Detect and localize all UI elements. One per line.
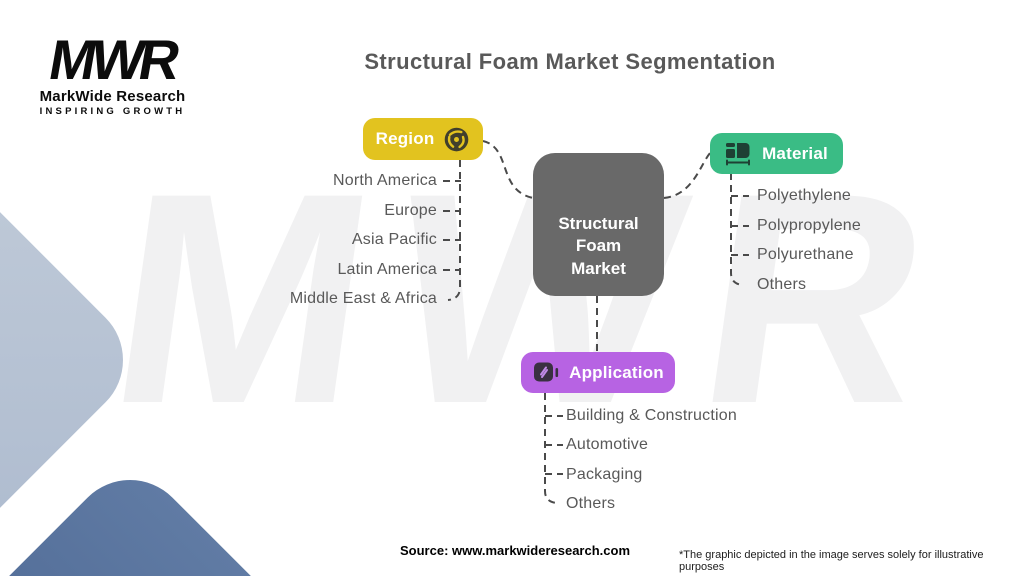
central-node-line: Structural [558, 214, 639, 234]
region-item: Europe [384, 201, 437, 219]
application-item: Automotive [566, 436, 649, 454]
logo-name: MarkWide Research [39, 87, 186, 105]
markwide-logo: MWR MarkWide Research INSPIRING GROWTH [30, 28, 195, 117]
application-item-list: Building & Construction Automotive Packa… [566, 401, 737, 518]
application-item: Others [566, 494, 616, 512]
central-node-line: Foam [575, 236, 622, 256]
globe-icon [443, 126, 470, 153]
application-item: Packaging [566, 465, 643, 483]
region-item: Middle East & Africa [289, 290, 437, 308]
application-item: Building & Construction [566, 407, 737, 424]
region-item-list: North America Europe Asia Pacific Latin … [290, 166, 437, 314]
node-region-label: Region [375, 129, 435, 148]
material-icon [725, 141, 753, 166]
central-node-structural-foam-market: Structural Foam Market [533, 153, 664, 296]
material-item: Polyethylene [757, 187, 852, 204]
node-region: Region [363, 118, 483, 160]
node-application-label: Application [569, 362, 664, 382]
logo-tagline: INSPIRING GROWTH [39, 105, 186, 117]
material-item: Polypropylene [757, 216, 861, 234]
node-application: Application [521, 352, 675, 393]
node-material-label: Material [762, 143, 828, 163]
material-item-list: Polyethylene Polypropylene Polyurethane … [757, 181, 861, 299]
material-item: Others [757, 275, 807, 293]
region-item: Asia Pacific [351, 231, 437, 249]
central-node-line: Market [571, 258, 626, 278]
source-text: Source: www.markwideresearch.com [400, 543, 631, 558]
region-item: North America [333, 172, 437, 189]
page-title: Structural Foam Market Segmentation [364, 49, 776, 74]
disclaimer-text: *The graphic depicted in the image serve… [679, 549, 984, 573]
region-item: Latin America [337, 260, 437, 278]
node-material: Material [710, 133, 843, 174]
logo-monogram: MWR [44, 28, 181, 91]
application-icon [532, 360, 560, 385]
material-item: Polyurethane [757, 246, 854, 264]
